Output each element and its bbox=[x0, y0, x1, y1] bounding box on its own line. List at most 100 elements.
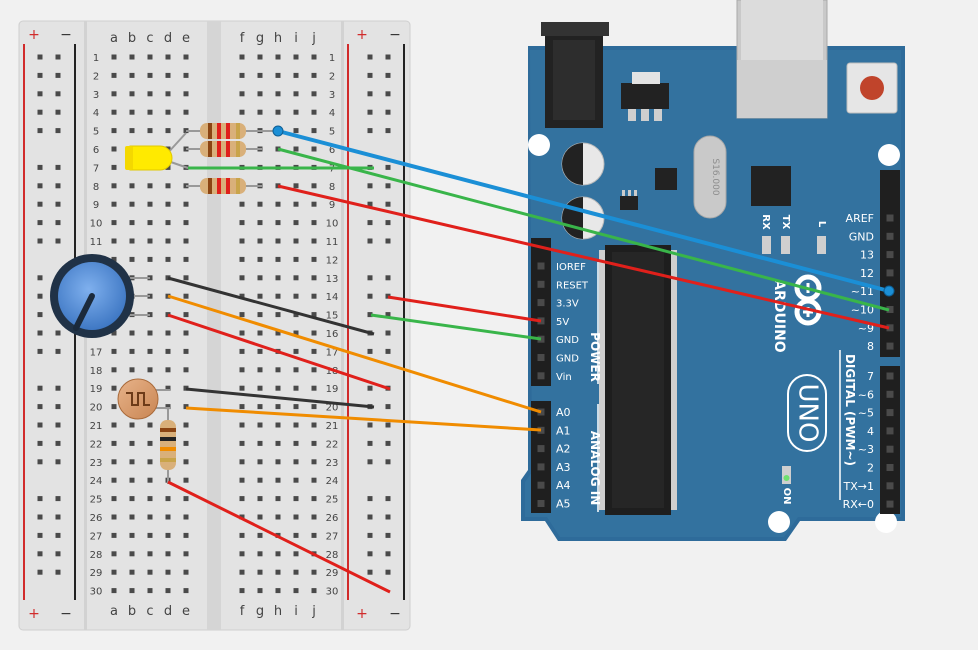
breadboard-hole[interactable] bbox=[147, 514, 153, 520]
rail-hole[interactable] bbox=[55, 164, 61, 170]
rail-hole[interactable] bbox=[385, 91, 391, 97]
breadboard-hole[interactable] bbox=[275, 109, 281, 115]
breadboard-hole[interactable] bbox=[275, 496, 281, 502]
header-pin-socket[interactable] bbox=[886, 482, 894, 490]
rail-hole[interactable] bbox=[385, 569, 391, 575]
breadboard-hole[interactable] bbox=[165, 569, 171, 575]
breadboard-hole[interactable] bbox=[111, 146, 117, 152]
breadboard-hole[interactable] bbox=[311, 293, 317, 299]
header-pin-socket[interactable] bbox=[537, 481, 545, 489]
breadboard-hole[interactable] bbox=[311, 275, 317, 281]
breadboard-hole[interactable] bbox=[311, 532, 317, 538]
breadboard-hole[interactable] bbox=[111, 588, 117, 594]
breadboard-hole[interactable] bbox=[311, 109, 317, 115]
yellow-led[interactable] bbox=[125, 132, 189, 171]
breadboard-hole[interactable] bbox=[165, 551, 171, 557]
breadboard-hole[interactable] bbox=[129, 477, 135, 483]
breadboard-hole[interactable] bbox=[111, 440, 117, 446]
breadboard-hole[interactable] bbox=[293, 569, 299, 575]
resistor-2[interactable] bbox=[186, 141, 262, 157]
breadboard-hole[interactable] bbox=[129, 238, 135, 244]
rail-hole[interactable] bbox=[37, 312, 43, 318]
breadboard-hole[interactable] bbox=[129, 201, 135, 207]
breadboard-hole[interactable] bbox=[239, 459, 245, 465]
rail-hole[interactable] bbox=[385, 164, 391, 170]
breadboard-hole[interactable] bbox=[129, 496, 135, 502]
breadboard-hole[interactable] bbox=[129, 128, 135, 134]
rail-hole[interactable] bbox=[37, 551, 43, 557]
breadboard-hole[interactable] bbox=[147, 440, 153, 446]
breadboard-hole[interactable] bbox=[293, 54, 299, 60]
wire-black-ldr[interactable] bbox=[185, 387, 375, 409]
breadboard-hole[interactable] bbox=[311, 183, 317, 189]
breadboard-hole[interactable] bbox=[239, 569, 245, 575]
header-pin-socket[interactable] bbox=[537, 426, 545, 434]
breadboard-hole[interactable] bbox=[129, 367, 135, 373]
breadboard-hole[interactable] bbox=[111, 459, 117, 465]
breadboard-hole[interactable] bbox=[111, 367, 117, 373]
header-pin-socket[interactable] bbox=[537, 262, 545, 270]
breadboard-hole[interactable] bbox=[165, 404, 171, 410]
breadboard-hole[interactable] bbox=[311, 477, 317, 483]
breadboard-hole[interactable] bbox=[275, 588, 281, 594]
rail-hole[interactable] bbox=[385, 532, 391, 538]
breadboard-hole[interactable] bbox=[111, 330, 117, 336]
breadboard-hole[interactable] bbox=[165, 183, 171, 189]
breadboard-hole[interactable] bbox=[147, 422, 153, 428]
breadboard-hole[interactable] bbox=[257, 72, 263, 78]
breadboard-hole[interactable] bbox=[165, 385, 171, 391]
breadboard-hole[interactable] bbox=[239, 551, 245, 557]
rail-hole[interactable] bbox=[55, 496, 61, 502]
breadboard-hole[interactable] bbox=[147, 367, 153, 373]
breadboard-hole[interactable] bbox=[165, 348, 171, 354]
breadboard-hole[interactable] bbox=[293, 496, 299, 502]
breadboard-hole[interactable] bbox=[111, 109, 117, 115]
breadboard-hole[interactable] bbox=[129, 256, 135, 262]
breadboard-hole[interactable] bbox=[275, 293, 281, 299]
rail-hole[interactable] bbox=[367, 312, 373, 318]
breadboard-hole[interactable] bbox=[129, 91, 135, 97]
wire-blue-pin11[interactable] bbox=[277, 129, 890, 293]
breadboard-hole[interactable] bbox=[165, 256, 171, 262]
breadboard-hole[interactable] bbox=[147, 220, 153, 226]
breadboard-hole[interactable] bbox=[183, 256, 189, 262]
breadboard-hole[interactable] bbox=[275, 367, 281, 373]
header-pin-socket[interactable] bbox=[537, 299, 545, 307]
breadboard-hole[interactable] bbox=[239, 201, 245, 207]
breadboard-hole[interactable] bbox=[275, 440, 281, 446]
breadboard-hole[interactable] bbox=[275, 72, 281, 78]
breadboard-hole[interactable] bbox=[239, 367, 245, 373]
breadboard-hole[interactable] bbox=[129, 440, 135, 446]
breadboard-hole[interactable] bbox=[257, 109, 263, 115]
breadboard-hole[interactable] bbox=[239, 312, 245, 318]
breadboard-hole[interactable] bbox=[129, 183, 135, 189]
header-pin-socket[interactable] bbox=[537, 500, 545, 507]
wire-green-gnd[interactable] bbox=[370, 313, 542, 341]
breadboard-hole[interactable] bbox=[165, 514, 171, 520]
breadboard-hole[interactable] bbox=[275, 330, 281, 336]
breadboard-hole[interactable] bbox=[311, 385, 317, 391]
rail-hole[interactable] bbox=[385, 275, 391, 281]
rail-hole[interactable] bbox=[55, 569, 61, 575]
breadboard-hole[interactable] bbox=[275, 183, 281, 189]
breadboard-hole[interactable] bbox=[239, 220, 245, 226]
breadboard-hole[interactable] bbox=[293, 532, 299, 538]
breadboard-hole[interactable] bbox=[311, 496, 317, 502]
rail-hole[interactable] bbox=[37, 220, 43, 226]
rail-hole[interactable] bbox=[385, 201, 391, 207]
rail-hole[interactable] bbox=[385, 293, 391, 299]
breadboard-hole[interactable] bbox=[257, 275, 263, 281]
rail-hole[interactable] bbox=[385, 72, 391, 78]
breadboard-hole[interactable] bbox=[147, 256, 153, 262]
breadboard-hole[interactable] bbox=[239, 422, 245, 428]
rail-hole[interactable] bbox=[55, 183, 61, 189]
header-pin-socket[interactable] bbox=[886, 427, 894, 435]
breadboard-hole[interactable] bbox=[257, 91, 263, 97]
breadboard-hole[interactable] bbox=[111, 91, 117, 97]
breadboard-hole[interactable] bbox=[293, 404, 299, 410]
breadboard-hole[interactable] bbox=[129, 459, 135, 465]
breadboard-hole[interactable] bbox=[111, 238, 117, 244]
breadboard-hole[interactable] bbox=[311, 588, 317, 594]
rail-hole[interactable] bbox=[37, 459, 43, 465]
rail-hole[interactable] bbox=[385, 238, 391, 244]
